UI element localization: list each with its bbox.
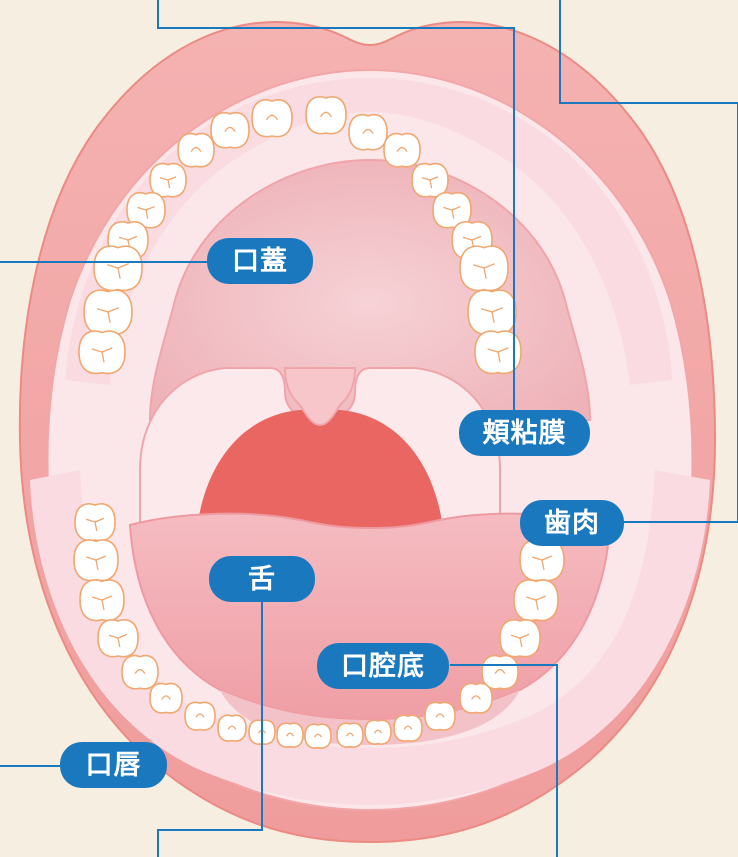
tooth (210, 111, 250, 149)
tooth (364, 719, 392, 745)
tooth (73, 539, 119, 582)
tooth (393, 714, 423, 742)
tooth (97, 619, 139, 658)
floor-leader-line (450, 664, 558, 857)
tooth (459, 682, 493, 714)
tooth (276, 722, 304, 748)
tooth (93, 245, 143, 292)
tooth (121, 654, 159, 690)
tooth (74, 503, 116, 542)
tooth (424, 701, 456, 731)
tooth (217, 714, 247, 742)
tooth (411, 162, 449, 198)
tooth (432, 191, 472, 229)
upper-teeth (78, 96, 522, 375)
tooth (177, 132, 215, 168)
tooth (513, 579, 559, 622)
tooth (459, 245, 509, 292)
tongue-label: 舌 (209, 556, 315, 602)
tongue-leader-line (157, 600, 263, 857)
tooth (78, 330, 126, 375)
tooth (467, 289, 517, 336)
uvula-shape (283, 367, 357, 427)
tooth (149, 162, 187, 198)
tooth (474, 330, 522, 375)
buccal-mucosa-label: 頬粘膜 (459, 410, 590, 456)
tooth (184, 701, 216, 731)
tooth (83, 289, 133, 336)
lips-label: 口唇 (60, 742, 167, 788)
tooth (499, 619, 541, 658)
gums-leader-line (559, 0, 738, 523)
palate-label: 口蓋 (207, 238, 313, 284)
floor-of-mouth-label: 口腔底 (317, 643, 449, 689)
tooth (519, 539, 565, 582)
gums-label: 歯肉 (520, 500, 624, 546)
tooth (481, 654, 519, 690)
tooth (383, 132, 421, 168)
tooth (304, 723, 332, 749)
upper-mucosa (66, 78, 672, 385)
tooth (305, 96, 347, 135)
tooth (79, 579, 125, 622)
tooth (348, 113, 388, 151)
buccal-leader-line (157, 0, 515, 410)
tooth (336, 722, 364, 748)
tooth (149, 682, 183, 714)
tooth (251, 99, 293, 138)
